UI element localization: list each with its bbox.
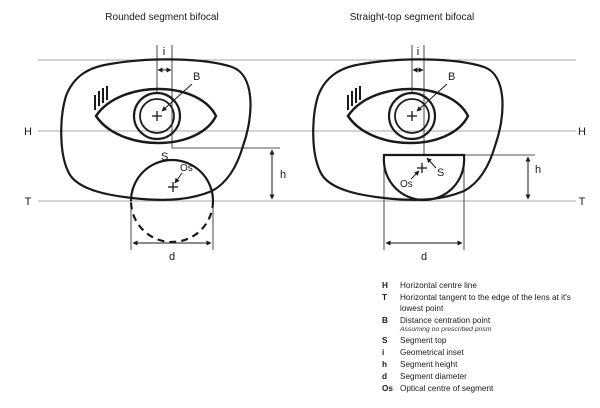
b-pointer-right [416, 83, 448, 112]
right-diagram-title: Straight-top segment bifocal [350, 12, 475, 23]
legend-description: Horizontal tangent to the edge of the le… [400, 293, 596, 314]
h-label-left: h [280, 169, 286, 181]
i-label-left: i [163, 46, 165, 58]
b-label-left: B [193, 71, 200, 83]
legend-description-text: Horizontal tangent to the edge of the le… [400, 293, 571, 313]
pupil-left [139, 98, 175, 134]
legend-note: Assuming no prescribed prism [400, 326, 492, 334]
os-label-right: Os [400, 179, 413, 190]
s-pointer-right [426, 157, 437, 169]
legend-description: Optical centre of segment [400, 384, 596, 395]
legend-description: Segment top [400, 336, 596, 347]
segment-optical-centre-cross-left [168, 182, 178, 192]
legend-key: i [382, 347, 385, 357]
rounded-segment-bifocal: B i Os S h d [60, 45, 286, 263]
left-diagram-title: Rounded segment bifocal [105, 12, 218, 23]
legend-row: d Segment diameter [382, 372, 596, 383]
h-line-label-left: H [24, 126, 32, 138]
legend-description: Geometrical inset [400, 348, 596, 359]
legend-key: h [382, 360, 388, 370]
b-pointer-left [161, 83, 193, 112]
legend-key: H [382, 281, 388, 290]
eye-outline-right [346, 87, 470, 145]
s-label-right: S [437, 167, 444, 179]
os-label-left: Os [180, 163, 193, 174]
h-line-label-right: H [578, 126, 586, 138]
straight-top-segment-bifocal: B i Os S h d [312, 45, 541, 263]
legend-description: Segment diameter [400, 372, 596, 383]
legend-row: T Horizontal tangent to the edge of the l… [382, 293, 596, 314]
legend-description-text: Segment height [400, 360, 458, 370]
lens-outline-right [312, 58, 504, 201]
straight-top-segment-right [382, 153, 466, 202]
legend-key: d [382, 372, 388, 382]
round-segment-dashed-left [129, 200, 215, 244]
reference-lines [38, 59, 576, 202]
legend-row: h Segment height [382, 360, 596, 371]
legend-row: Os Optical centre of segment [382, 384, 596, 395]
distance-centration-cross-right [407, 111, 417, 121]
eyelash-icon-right [347, 86, 361, 110]
t-line-label-right: T [579, 196, 586, 208]
t-line-label-left: T [25, 196, 32, 208]
b-label-right: B [448, 71, 455, 83]
legend-description-text: Horizontal centre line [400, 281, 477, 290]
legend-row: S Segment top [382, 336, 596, 347]
legend-description-text: Segment diameter [400, 372, 467, 382]
legend-row: H Horizontal centre line [382, 281, 596, 292]
legend-description: Horizontal centre line [400, 281, 596, 292]
s-label-left: S [161, 151, 168, 163]
d-label-right: d [421, 251, 427, 263]
legend-description-text: Optical centre of segment [400, 384, 494, 394]
os-pointer-left [174, 172, 183, 184]
os-pointer-right [410, 170, 420, 180]
legend-description: Segment height [400, 360, 596, 371]
pupil-right [394, 98, 430, 134]
round-segment-solid-left [129, 158, 215, 202]
lens-outline-left [60, 58, 252, 201]
d-label-left: d [169, 251, 175, 263]
legend-key: T [382, 293, 388, 303]
legend-description-text: Distance centration point [400, 315, 491, 325]
h-label-right: h [535, 164, 541, 176]
distance-centration-cross-left [152, 111, 162, 121]
eyelash-icon-left [94, 86, 108, 110]
legend-description-text: Segment top [400, 335, 447, 345]
eye-outline-left [94, 87, 218, 145]
legend-key: S [382, 335, 388, 345]
legend-row: i Geometrical inset [382, 348, 596, 359]
legend-key: Os [382, 384, 393, 394]
i-label-right: i [417, 46, 419, 58]
legend-description-text: Geometrical inset [400, 347, 464, 357]
segment-optical-centre-cross-right [417, 163, 427, 173]
legend-key: B [382, 315, 388, 325]
